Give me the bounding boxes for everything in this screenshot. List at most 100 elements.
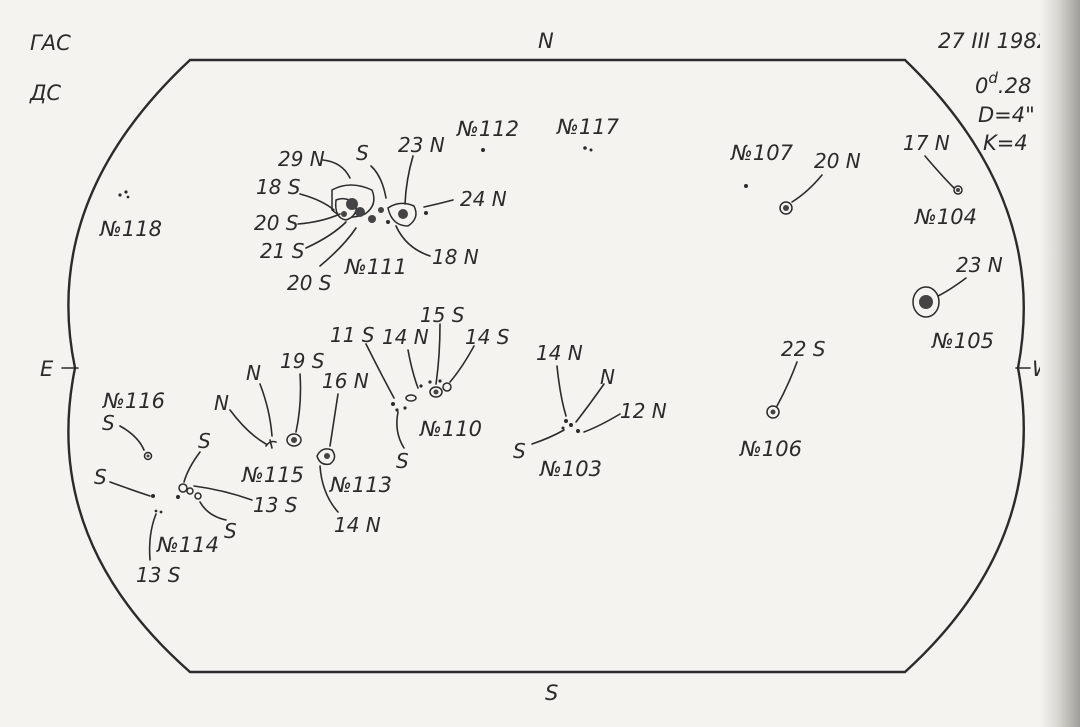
tag-111-21s: 21 S [260,239,305,263]
leader-116-s [119,425,145,451]
spot-115-f [265,439,277,449]
tag-111-23n: 23 N [398,133,445,157]
spot-107-umbra [783,205,789,211]
tag-111-20s-bot: 20 S [287,271,332,295]
leader-115-13s [193,485,253,501]
spot-110-main-3 [405,394,417,402]
date-label: 27 III 1982 [938,29,1050,53]
spot-110-pore-1 [391,402,395,406]
spot-103-pore-2 [569,423,573,427]
group-105: 23 N №105 [912,253,1003,353]
spot-111-umbra-1 [346,198,358,210]
spot-111-pore-2 [386,220,390,224]
leader-114-s-top [183,451,201,483]
tag-110-s: S [396,449,409,473]
leader-110-15s [435,323,441,385]
leader-111-21s [305,221,347,249]
group-115: N N 19 S 13 S №115 [193,349,325,517]
spot-110-pore-3 [403,406,407,410]
spot-116-umbra [146,454,150,458]
spot-111-umbra-6 [341,211,347,217]
spot-114-pore-3 [154,509,158,513]
group-114-label: №114 [156,533,219,557]
group-107: 20 N №107 [730,141,861,215]
time-frac: .28 [998,74,1031,98]
spot-112-pore [481,148,485,152]
spot-118-pore-1 [118,193,122,197]
group-106-label: №106 [739,437,802,461]
tag-104-17n: 17 N [903,131,950,155]
tag-111-18n: 18 N [432,245,479,269]
group-104: 17 N №104 [903,131,977,229]
spot-105-umbra [919,295,933,309]
east-label: E [40,357,54,381]
leader-104-17n [924,155,955,189]
spot-103-pore-1 [564,419,568,423]
time-sup: d [988,69,998,87]
leader-115-n [259,383,273,437]
leader-103-n [575,383,605,423]
spot-117-pore-2 [589,148,593,152]
spot-110-pore-4 [419,384,423,388]
tag-107-20n: 20 N [814,149,861,173]
tag-114-s-top: S [198,429,211,453]
group-112: №112 [456,117,519,152]
spot-118-pore-2 [124,190,128,194]
spot-111-umbra-3 [398,209,408,219]
group-115-label: №115 [241,463,304,487]
leader-111-29n [322,159,351,179]
leader-113-16n [329,393,339,447]
group-104-label: №104 [914,205,977,229]
leader-111-18s [299,193,335,211]
leader-110-14s [449,345,475,383]
spot-111-umbra-5 [378,207,384,213]
tag-110-14n: 14 N [382,325,429,349]
tag-111-29n: 29 N [278,147,325,171]
group-114: S S S 13 S №114 [94,429,237,587]
spot-114-b [186,487,194,495]
spot-110-main-2 [442,382,452,392]
leader-111-24n [423,199,454,208]
spot-110-pore-5 [428,380,432,384]
north-label: N [538,29,554,53]
spot-106-umbra [770,409,776,415]
leader-105-23n [937,277,967,297]
spot-110-pore-2 [395,408,399,412]
leader-115-n-left [229,409,267,445]
leader-110-11s [365,343,395,399]
group-103: 14 N N 12 N S №103 [513,341,667,481]
k-index-label: K=4 [983,131,1028,155]
tag-110-11s: 11 S [330,323,375,347]
tag-113-14n: 14 N [334,513,381,537]
tag-114-13s: 13 S [136,563,181,587]
tag-115-n-left: N [214,391,229,415]
tag-111-18s: 18 S [256,175,301,199]
tag-116-s: S [102,411,115,435]
tag-105-23n: 23 N [956,253,1003,277]
tag-110-14s: 14 S [465,325,510,349]
tag-111-s: S [356,141,369,165]
observatory-label: ГАС [30,31,71,55]
group-105-label: №105 [931,329,994,353]
group-112-label: №112 [456,117,519,141]
group-118: №118 [99,190,162,241]
spot-107-pore [744,184,748,188]
group-116-label: №116 [102,389,165,413]
time-main: 0 [975,74,988,98]
spot-117-pore-1 [583,146,587,150]
spot-110-pore-6 [438,379,442,383]
group-111-label: №111 [344,255,407,279]
group-116: S №116 [102,389,165,461]
group-111: 29 N S 23 N 18 S 24 N 20 S 21 S 20 S 18 … [254,133,507,295]
tag-103-12n: 12 N [620,399,667,423]
group-110: 11 S 14 N 15 S 14 S S №110 [330,303,510,473]
leader-110-14n [407,349,419,389]
spot-111-pore-1 [424,211,428,215]
group-117-label: №117 [556,115,620,139]
spot-114-a [178,483,188,493]
tag-111-20s-top: 20 S [254,211,299,235]
tag-114-s-left: S [94,465,107,489]
tag-114-s-right: S [224,519,237,543]
south-label: S [545,681,558,705]
